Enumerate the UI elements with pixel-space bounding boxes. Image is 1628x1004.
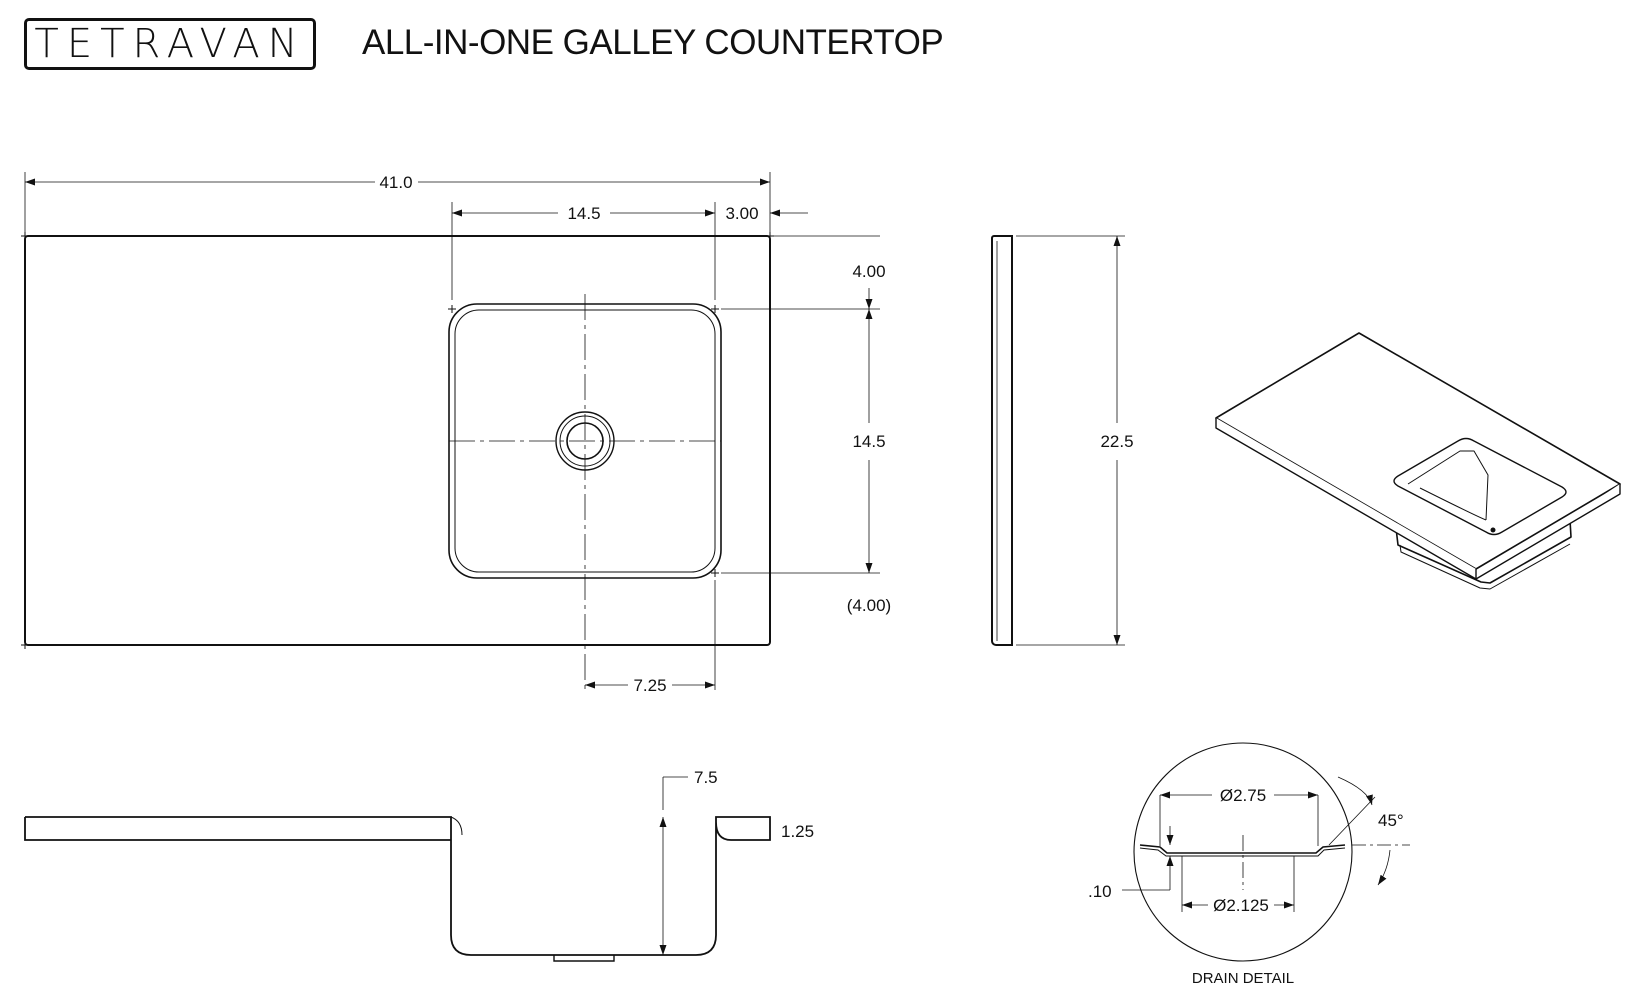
drain-inner-diameter: Ø2.125: [1213, 896, 1269, 915]
dim-bowl-depth: 7.5: [694, 768, 718, 787]
iso-front-edge: [1215, 418, 1477, 580]
dim-sink-width: 14.5: [567, 204, 600, 223]
countertop-outline: [24, 235, 771, 646]
dim-thickness: 1.25: [781, 822, 814, 841]
dim-drain-offset: 7.25: [633, 676, 666, 695]
drain-detail-circle: [1133, 742, 1353, 962]
drain-outer-diameter: Ø2.75: [1220, 786, 1266, 805]
drain-flange-thickness: .10: [1088, 882, 1112, 901]
side-view: [991, 235, 1125, 646]
drain-mid-ring: [559, 415, 611, 467]
dim-overall-width: 41.0: [379, 173, 412, 192]
drain-angle: 45°: [1378, 811, 1404, 830]
dim-right-margin: 3.00: [725, 204, 758, 223]
dim-top-margin: 4.00: [852, 262, 885, 281]
side-profile: [991, 235, 1013, 646]
drain-detail: [1122, 742, 1410, 962]
dim-overall-depth: 22.5: [1100, 432, 1133, 451]
plan-dimensions: [21, 172, 880, 690]
front-profile: [25, 817, 770, 955]
drain-inner-ring: [566, 422, 604, 460]
dim-sink-depth: 14.5: [852, 432, 885, 451]
plan-view: [24, 235, 771, 690]
drain-detail-caption: DRAIN DETAIL: [1192, 970, 1294, 987]
dim-bottom-margin: (4.00): [847, 596, 891, 615]
drain-outer-ring: [555, 411, 615, 471]
page-title: ALL-IN-ONE GALLEY COUNTERTOP: [362, 23, 944, 62]
drain-flange-profile: [1139, 844, 1346, 854]
isometric-view: [1215, 332, 1621, 590]
front-section-view: [24, 776, 771, 962]
brand-logo: TETRAVAN: [24, 18, 316, 70]
iso-sink-opening: [1393, 437, 1567, 536]
brand-logo-text: TETRAVAN: [34, 21, 306, 67]
